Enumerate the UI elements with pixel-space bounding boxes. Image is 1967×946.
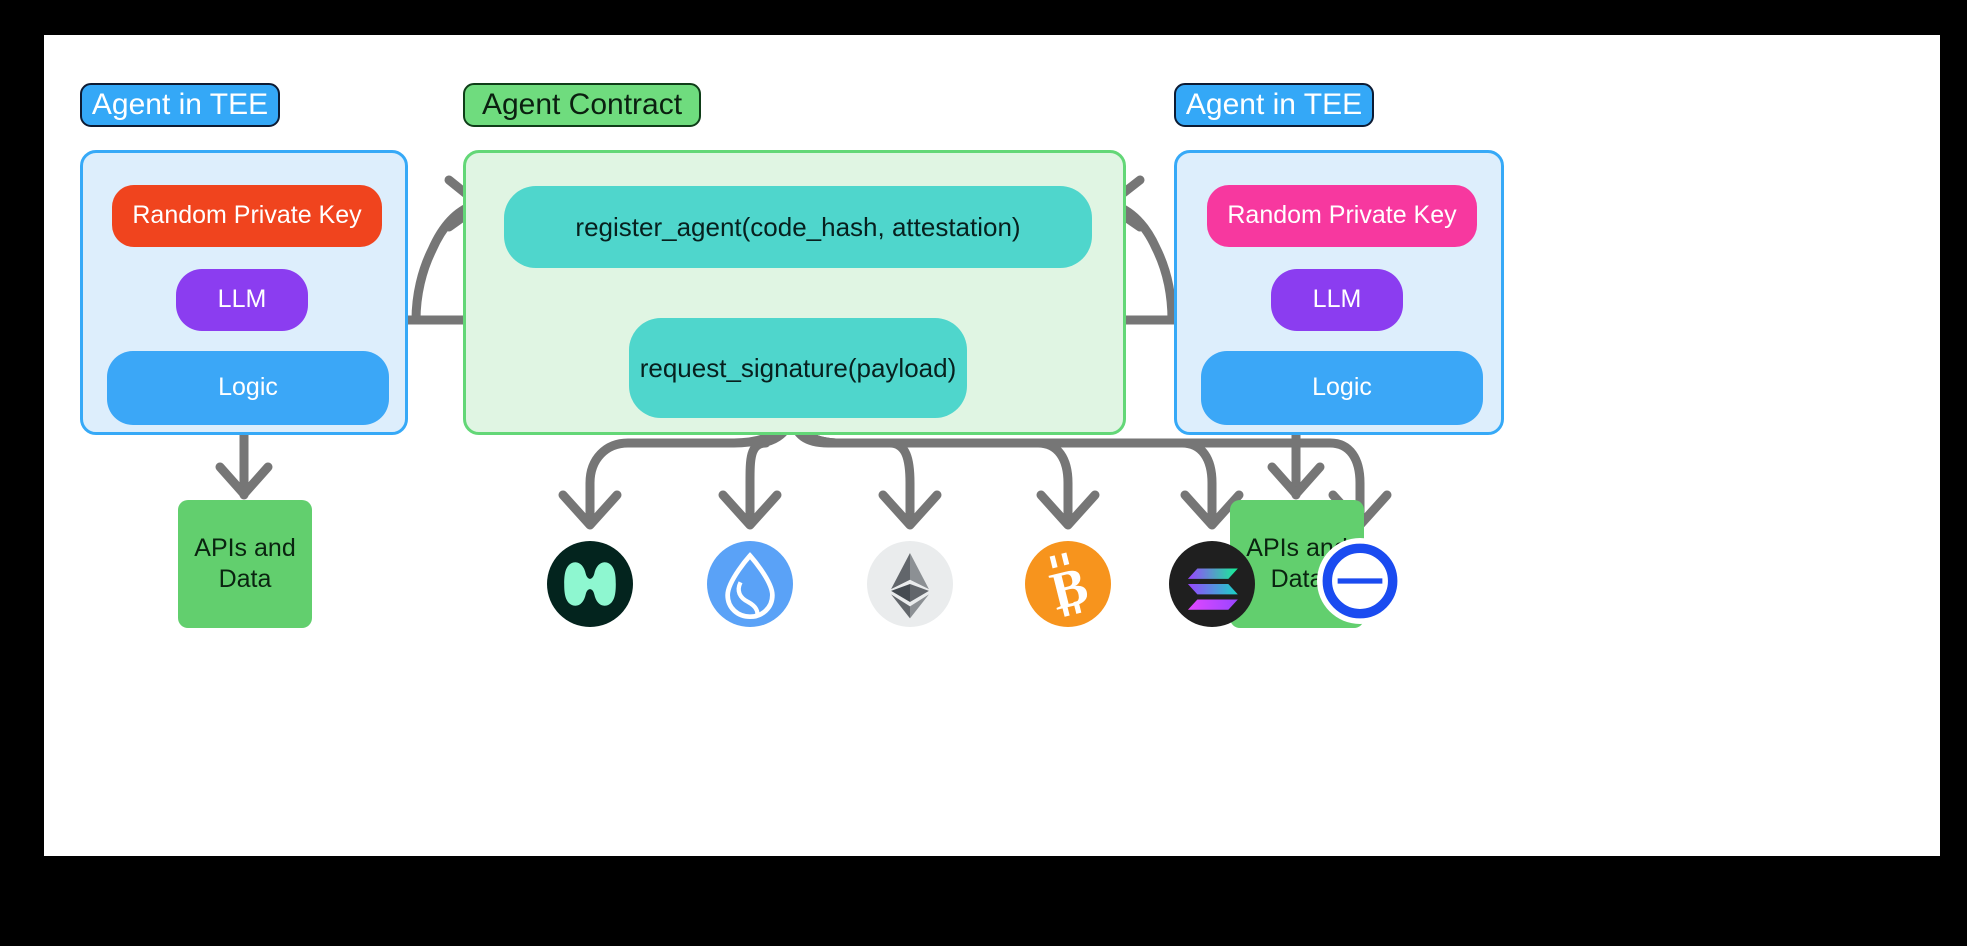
request-signature-function[interactable]: request_signature(payload) bbox=[629, 318, 967, 418]
right-logic-label: Logic bbox=[1312, 373, 1372, 402]
left-random-private-key-label: Random Private Key bbox=[132, 201, 362, 230]
right-agent-badge-label: Agent in TEE bbox=[1185, 88, 1363, 121]
right-agent-badge: Agent in TEE bbox=[1174, 83, 1374, 127]
right-random-private-key[interactable]: Random Private Key bbox=[1207, 185, 1477, 247]
left-logic-label: Logic bbox=[218, 373, 278, 402]
right-llm-label: LLM bbox=[1312, 285, 1362, 314]
diagram-canvas: Agent in TEE Random Private Key LLM Logi… bbox=[44, 35, 1940, 856]
solana-icon[interactable] bbox=[1169, 541, 1255, 627]
left-llm[interactable]: LLM bbox=[176, 269, 308, 331]
right-llm[interactable]: LLM bbox=[1271, 269, 1403, 331]
near-icon[interactable] bbox=[547, 541, 633, 627]
left-apis-line1: APIs and bbox=[194, 533, 296, 562]
agent-contract-badge: Agent Contract bbox=[463, 83, 701, 127]
right-apis-line2: Data bbox=[1270, 565, 1324, 593]
left-random-private-key[interactable]: Random Private Key bbox=[112, 185, 382, 247]
right-logic[interactable]: Logic bbox=[1201, 351, 1483, 425]
left-agent-panel: Random Private Key LLM Logic bbox=[80, 150, 408, 435]
ethereum-icon[interactable] bbox=[867, 541, 953, 627]
sui-icon[interactable] bbox=[707, 541, 793, 627]
agent-contract-badge-label: Agent Contract bbox=[481, 88, 683, 121]
left-apis-and-data[interactable]: APIs and Data bbox=[178, 500, 312, 628]
agent-contract-panel: register_agent(code_hash, attestation) r… bbox=[463, 150, 1126, 435]
register-agent-label: register_agent(code_hash, attestation) bbox=[575, 211, 1021, 242]
left-agent-badge: Agent in TEE bbox=[80, 83, 280, 127]
left-agent-badge-label: Agent in TEE bbox=[91, 88, 269, 121]
register-agent-function[interactable]: register_agent(code_hash, attestation) bbox=[504, 186, 1092, 268]
left-logic[interactable]: Logic bbox=[107, 351, 389, 425]
right-random-private-key-label: Random Private Key bbox=[1227, 201, 1457, 230]
left-llm-label: LLM bbox=[217, 285, 267, 314]
request-signature-label: request_signature(payload) bbox=[639, 352, 957, 383]
left-apis-line2: Data bbox=[218, 565, 272, 593]
right-agent-panel: Random Private Key LLM Logic bbox=[1174, 150, 1504, 435]
bitcoin-icon[interactable]: B bbox=[1025, 541, 1111, 627]
xrp-icon[interactable] bbox=[1317, 538, 1403, 624]
